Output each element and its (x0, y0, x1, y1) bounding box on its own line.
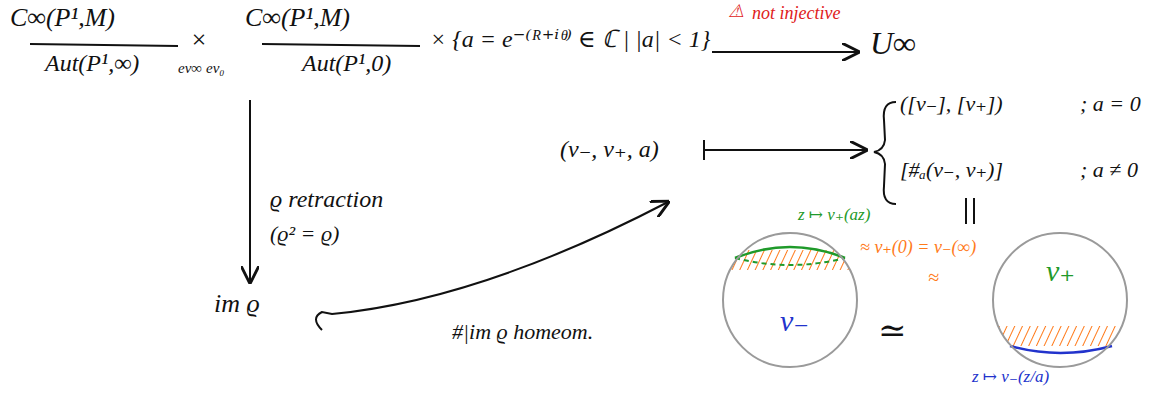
image-label: im ϱ (214, 290, 260, 319)
restriction-note: #|im ϱ homeom. (452, 320, 593, 344)
map-name: ϱ retraction (270, 186, 383, 212)
green-note: z ↦ v₊(az) (798, 206, 870, 225)
group-label: Aut(P¹,0) (302, 50, 391, 76)
warning-note: not injective (752, 4, 840, 24)
case-condition: ; a ≠ 0 (1080, 158, 1138, 182)
glued-class: [#ₐ(v₋, v₊)] (900, 158, 1003, 182)
sphere: v₋ (722, 232, 858, 368)
space-label: C∞(P¹,M) (10, 4, 115, 33)
inclusion-arrow (316, 202, 668, 330)
disk-label: × {a = e⁻⁽ᴿ⁺ⁱᶿ⁾ ∈ ℂ | |a| < 1} (430, 26, 710, 52)
idempotent-note: (ϱ² = ϱ) (270, 222, 339, 246)
case-condition: ; a = 0 (1080, 92, 1141, 116)
warning-icon: ⚠ (728, 2, 744, 22)
map-name: ev₀ (206, 60, 225, 77)
blue-arc (1010, 346, 1112, 353)
triple: (v₋, v₊, a) (560, 136, 659, 162)
pair-class: ([v₋], [v₊]) (900, 92, 1003, 116)
orange-note: ≈ (928, 266, 939, 288)
map-arrow (712, 51, 858, 53)
group-label: Aut(P¹,∞) (45, 50, 139, 76)
blue-note: z ↦ v₋(z/a) (972, 368, 1049, 387)
map-name: v₋ (780, 304, 809, 337)
retraction-arrow (249, 100, 251, 282)
hatch-right (990, 326, 1130, 346)
space-label: C∞(P¹,M) (245, 4, 350, 33)
equals-vertical (966, 198, 974, 224)
sphere-outline (992, 232, 1128, 368)
map-name: v₊ (1046, 254, 1075, 287)
sphere: v₊ (992, 232, 1128, 368)
target-space: U∞ (870, 26, 916, 61)
fraction-bars (30, 44, 420, 46)
green-arc-dashed (735, 258, 845, 265)
mapsto-arrow (704, 140, 866, 160)
homotopy-sign: ≃ (878, 312, 907, 349)
orange-note: ≈ v₊(0) = v₋(∞) (860, 238, 976, 258)
brace (874, 102, 896, 204)
green-arc (735, 247, 845, 258)
sphere-outline (722, 232, 858, 368)
product-sign: × (190, 26, 208, 55)
map-name: ev∞ (178, 60, 202, 77)
